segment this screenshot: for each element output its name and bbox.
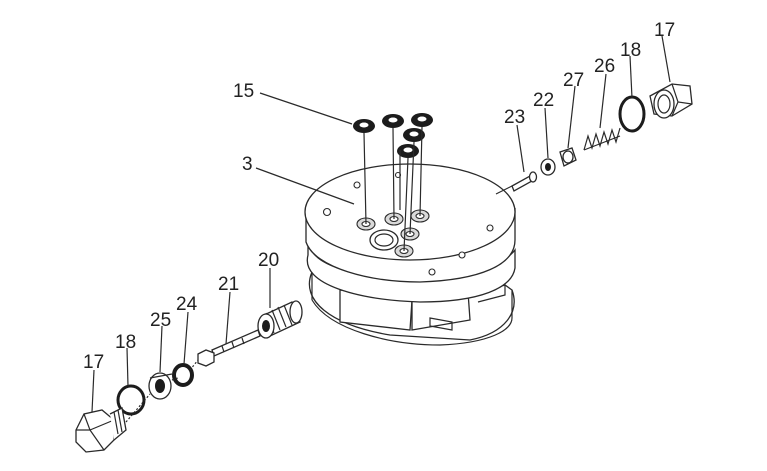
valve-body [304, 163, 516, 346]
right-assembly [495, 83, 693, 195]
label-part-3: 3 [242, 154, 253, 175]
part-labels: 15 3 17 18 26 27 22 23 20 21 24 25 18 17 [83, 20, 675, 373]
label-part-18-right: 18 [620, 40, 641, 61]
label-part-21: 21 [218, 274, 239, 295]
label-part-15: 15 [233, 81, 254, 102]
label-part-20: 20 [258, 250, 279, 271]
label-part-25: 25 [150, 310, 171, 331]
label-part-22: 22 [533, 90, 554, 111]
leader-lines [91, 35, 671, 413]
label-part-27: 27 [563, 70, 584, 91]
label-part-24: 24 [176, 294, 198, 315]
label-part-17-right: 17 [654, 20, 675, 41]
sealing-washers [353, 113, 433, 252]
label-part-18-left: 18 [115, 332, 136, 353]
label-part-26: 26 [594, 56, 615, 77]
label-part-17-left: 17 [83, 352, 104, 373]
left-assembly [75, 300, 303, 453]
label-part-23: 23 [504, 107, 525, 128]
